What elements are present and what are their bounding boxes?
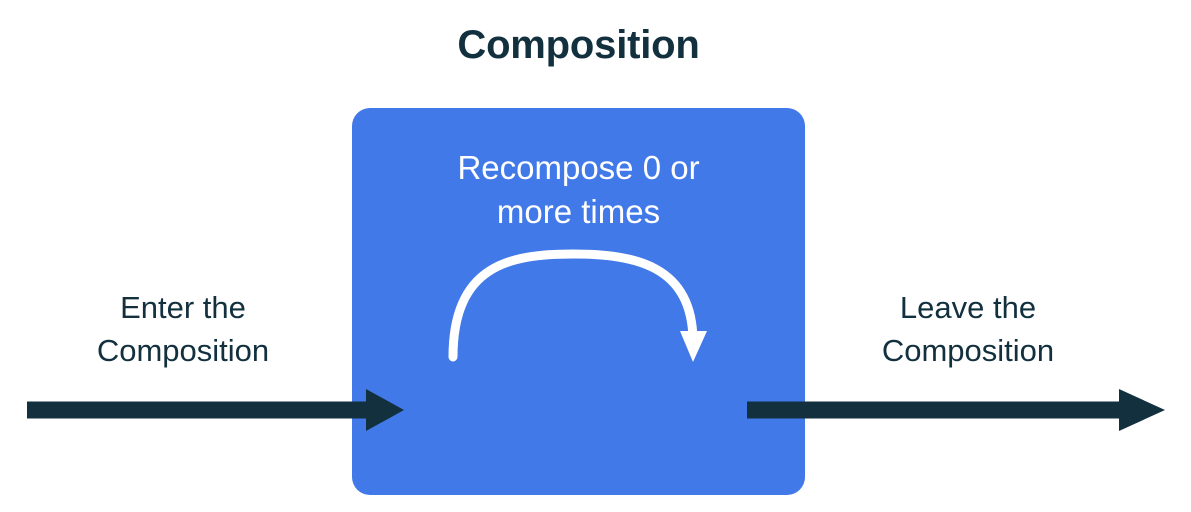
leave-composition-label-line-1: Leave the — [899, 290, 1037, 325]
leave-composition-label-line-2: Composition — [881, 333, 1055, 368]
recompose-loop-label: Recompose 0 or more times — [352, 146, 805, 234]
leave-composition-label: Leave the Composition — [818, 286, 1118, 372]
leave-flow-arrow-icon — [747, 389, 1165, 431]
enter-composition-label-line-1: Enter the — [120, 290, 246, 325]
enter-flow-arrow-icon — [27, 389, 404, 431]
page-title: Composition — [457, 23, 700, 67]
recompose-loop-label-line-2: more times — [496, 193, 661, 230]
recompose-loop-label-line-1: Recompose 0 or — [457, 149, 700, 186]
enter-composition-label: Enter the Composition — [33, 286, 333, 372]
enter-composition-label-line-2: Composition — [96, 333, 270, 368]
